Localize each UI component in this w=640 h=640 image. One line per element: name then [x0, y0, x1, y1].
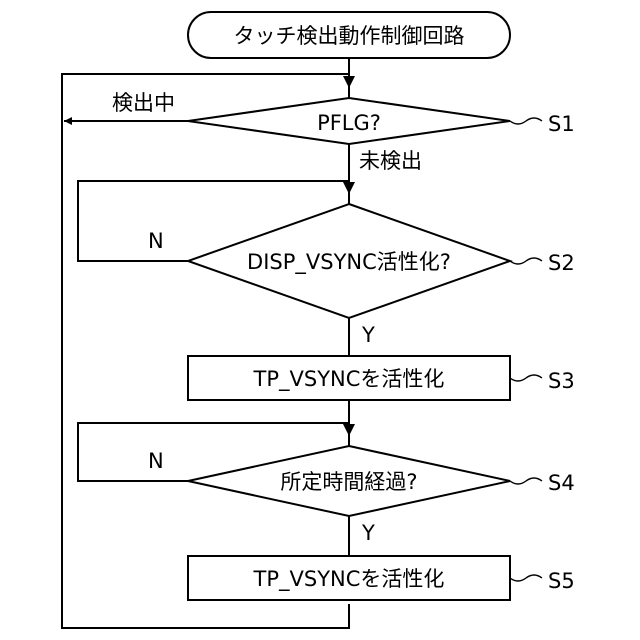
process-p3-text: TP_VSYNCを活性化 — [253, 367, 445, 392]
d4-no-loop-arrow — [343, 424, 355, 436]
step-s4-connector — [510, 478, 542, 484]
d2-bottom-label: Y — [361, 323, 375, 347]
step-s3-connector — [510, 375, 542, 381]
decision-d4-text: 所定時間経過? — [280, 470, 417, 494]
step-label-s4: S4 — [548, 471, 575, 495]
d2-left-label: N — [148, 229, 164, 253]
step-label-s5: S5 — [548, 569, 575, 593]
start-terminal-text: タッチ検出動作制御回路 — [234, 24, 465, 48]
step-s2-connector — [510, 258, 542, 264]
decision-d1-text: PFLG? — [317, 111, 381, 135]
d4-bottom-label: Y — [361, 521, 375, 545]
step-label-s1: S1 — [548, 112, 575, 136]
d2-no-loop-arrow — [343, 182, 355, 194]
step-s1-connector — [510, 118, 542, 124]
step-label-s2: S2 — [548, 251, 575, 275]
step-s5-connector — [510, 575, 542, 581]
outer-loop-arrow — [343, 76, 355, 88]
step-label-s3: S3 — [548, 369, 575, 393]
d4-left-label: N — [148, 449, 164, 473]
d1-bottom-label: 未検出 — [359, 149, 422, 173]
process-p5-text: TP_VSYNCを活性化 — [253, 567, 445, 592]
outer-loop-line — [62, 74, 349, 628]
decision-d2-text: DISP_VSYNC活性化? — [247, 250, 451, 275]
d1-left-label: 検出中 — [112, 91, 175, 115]
